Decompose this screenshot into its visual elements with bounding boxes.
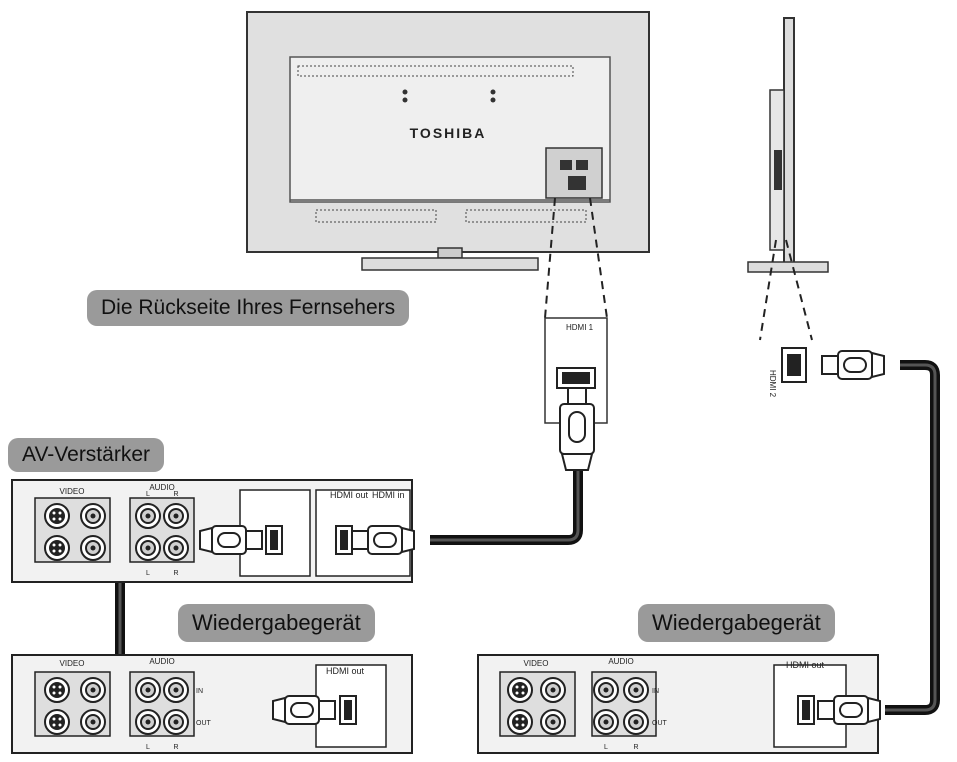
tv-side-guide-right bbox=[785, 239, 813, 341]
hdmi2-port bbox=[781, 347, 807, 383]
player-right-out-label: OUT bbox=[652, 720, 668, 727]
receiver-audio-label: AUDIO bbox=[149, 483, 174, 492]
player-left-out-label: OUT bbox=[196, 720, 212, 727]
player-left-title: Wiedergabegerät bbox=[178, 604, 375, 642]
av-receiver-panel bbox=[11, 479, 413, 583]
receiver-hdmi-in-label: HDMI in bbox=[372, 490, 405, 500]
player-right-hdmi-out-label: HDMI out bbox=[786, 660, 825, 670]
receiver-hdmi-out-plug bbox=[351, 525, 415, 555]
av-receiver-title: AV-Verstärker bbox=[8, 438, 164, 472]
av-receiver-title-text: AV-Verstärker bbox=[22, 443, 150, 466]
receiver-hdmi-in-plug bbox=[199, 525, 263, 555]
hdmi1-port-label: HDMI 1 bbox=[566, 323, 594, 332]
tv-brand-text: TOSHIBA bbox=[410, 125, 487, 141]
tv-rear-caption: Die Rückseite Ihres Fernsehers bbox=[87, 290, 410, 326]
receiver-audio-l-label: L bbox=[146, 491, 150, 498]
player-left-panel bbox=[11, 654, 413, 754]
player-left-l-label: L bbox=[146, 744, 150, 751]
player-right-panel bbox=[477, 654, 879, 754]
player-right-title-text: Wiedergabegerät bbox=[652, 610, 821, 635]
player-left-hdmi-plug bbox=[272, 695, 336, 725]
cable-tv-to-receiver bbox=[430, 470, 583, 545]
player-left-in-label: IN bbox=[196, 688, 203, 695]
receiver-audio-r-bottom: R bbox=[173, 570, 178, 577]
tv-rear bbox=[246, 11, 650, 271]
player-right-audio-label: AUDIO bbox=[608, 657, 633, 666]
tv-side bbox=[747, 17, 829, 273]
player-left-audio-label: AUDIO bbox=[149, 657, 174, 666]
player-right-video-label: VIDEO bbox=[524, 659, 549, 668]
cable-tv-to-right-player bbox=[885, 360, 940, 715]
receiver-video-label: VIDEO bbox=[60, 487, 85, 496]
player-left-r-label: R bbox=[173, 744, 178, 751]
tv-port-guide-right bbox=[589, 197, 608, 319]
hdmi2-port-label: HDMI 2 bbox=[768, 370, 777, 398]
receiver-audio-r-label: R bbox=[173, 491, 178, 498]
player-right-l-label: L bbox=[604, 744, 608, 751]
player-right-in-label: IN bbox=[652, 688, 659, 695]
player-right-r-label: R bbox=[633, 744, 638, 751]
player-left-hdmi-out-label: HDMI out bbox=[326, 666, 365, 676]
hdmi2-cable-plug bbox=[821, 350, 885, 380]
player-left-video-label: VIDEO bbox=[60, 659, 85, 668]
player-right-hdmi-plug bbox=[817, 695, 881, 725]
hdmi1-cable-plug bbox=[559, 387, 595, 471]
tv-rear-caption-text: Die Rückseite Ihres Fernsehers bbox=[101, 296, 396, 319]
receiver-hdmi-out-label: HDMI out bbox=[330, 490, 369, 500]
player-right-title: Wiedergabegerät bbox=[638, 604, 835, 642]
tv-port-guide-left bbox=[544, 197, 556, 319]
player-left-title-text: Wiedergabegerät bbox=[192, 610, 361, 635]
receiver-audio-l-bottom: L bbox=[146, 570, 150, 577]
tv-side-guide-left bbox=[759, 239, 777, 341]
